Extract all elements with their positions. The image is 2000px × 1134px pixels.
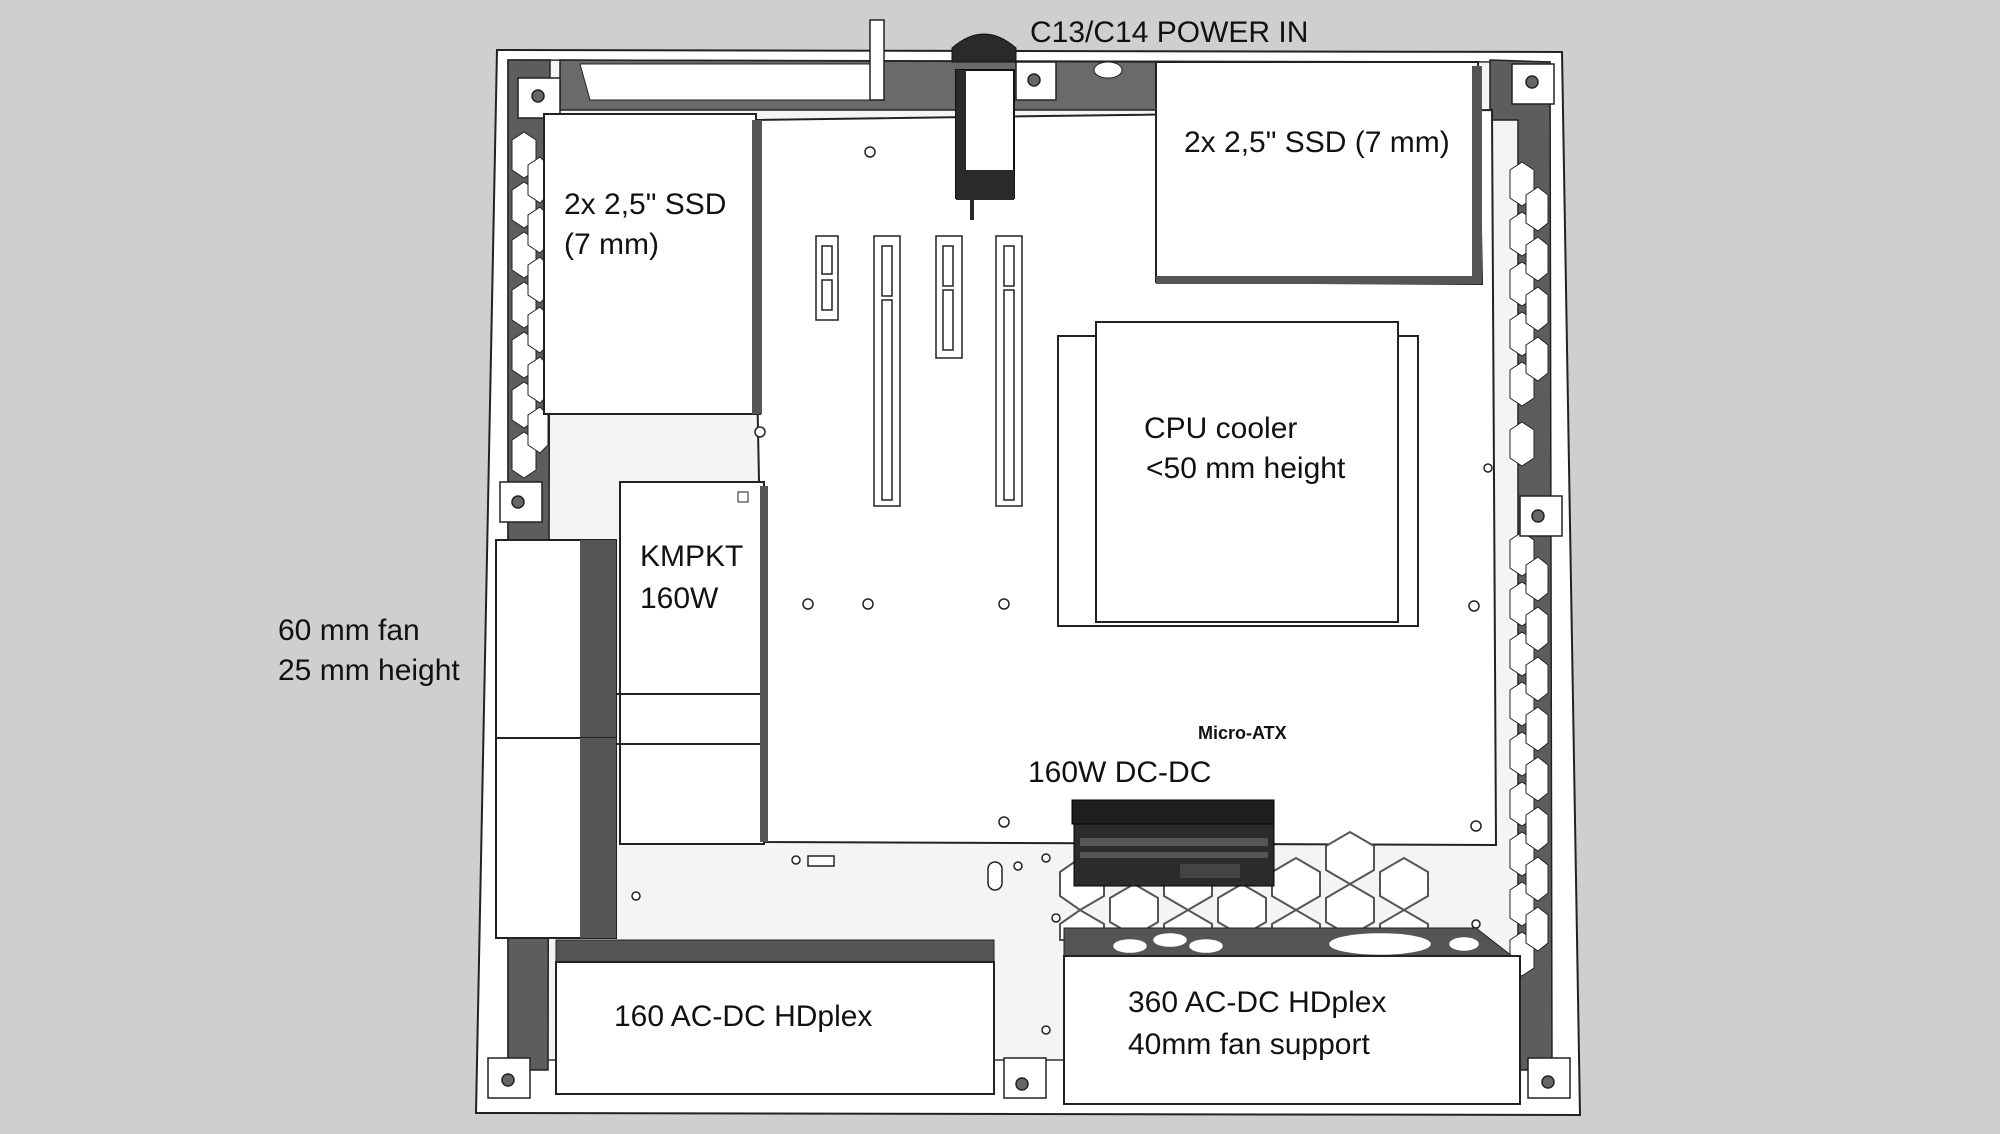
psu-360-hdplex [1063,927,1521,1105]
floor-vent [1059,830,1429,941]
tray-details [631,853,1481,1035]
power-inlet [951,33,1017,220]
label-micro-atx: Micro-ATX [1198,723,1287,743]
label-cpu-2: <50 mm height [1146,452,1346,485]
label-cpu-1: CPU cooler [1144,412,1297,445]
label-power-in: C13/C14 POWER IN [1030,16,1308,49]
fan-60mm [495,539,617,939]
ssd-left [543,113,762,415]
dcdc-module [1071,799,1275,887]
label-ssd-right: 2x 2,5" SSD (7 mm) [1184,126,1450,159]
label-fan-2: 25 mm height [278,654,460,687]
label-psu-360-2: 40mm fan support [1128,1028,1370,1061]
cpu-cooler [1057,321,1419,627]
label-kmpkt-1: KMPKT [640,540,743,573]
label-psu-360-1: 360 AC-DC HDplex [1128,986,1386,1019]
label-dcdc: 160W DC-DC [1028,756,1211,789]
label-kmpkt-2: 160W [640,582,719,615]
kmpkt-psu [616,481,768,845]
label-psu-160: 160 AC-DC HDplex [614,1000,872,1033]
ssd-right [1155,61,1484,286]
label-ssd-left-1: 2x 2,5" SSD [564,188,726,221]
right-side-wall [1489,59,1553,1071]
psu-160-hdplex [555,939,995,1095]
label-ssd-left-2: (7 mm) [564,228,659,261]
label-fan-1: 60 mm fan [278,614,420,647]
pcie-slots [815,235,1023,507]
corner-mounts [487,61,1571,1099]
